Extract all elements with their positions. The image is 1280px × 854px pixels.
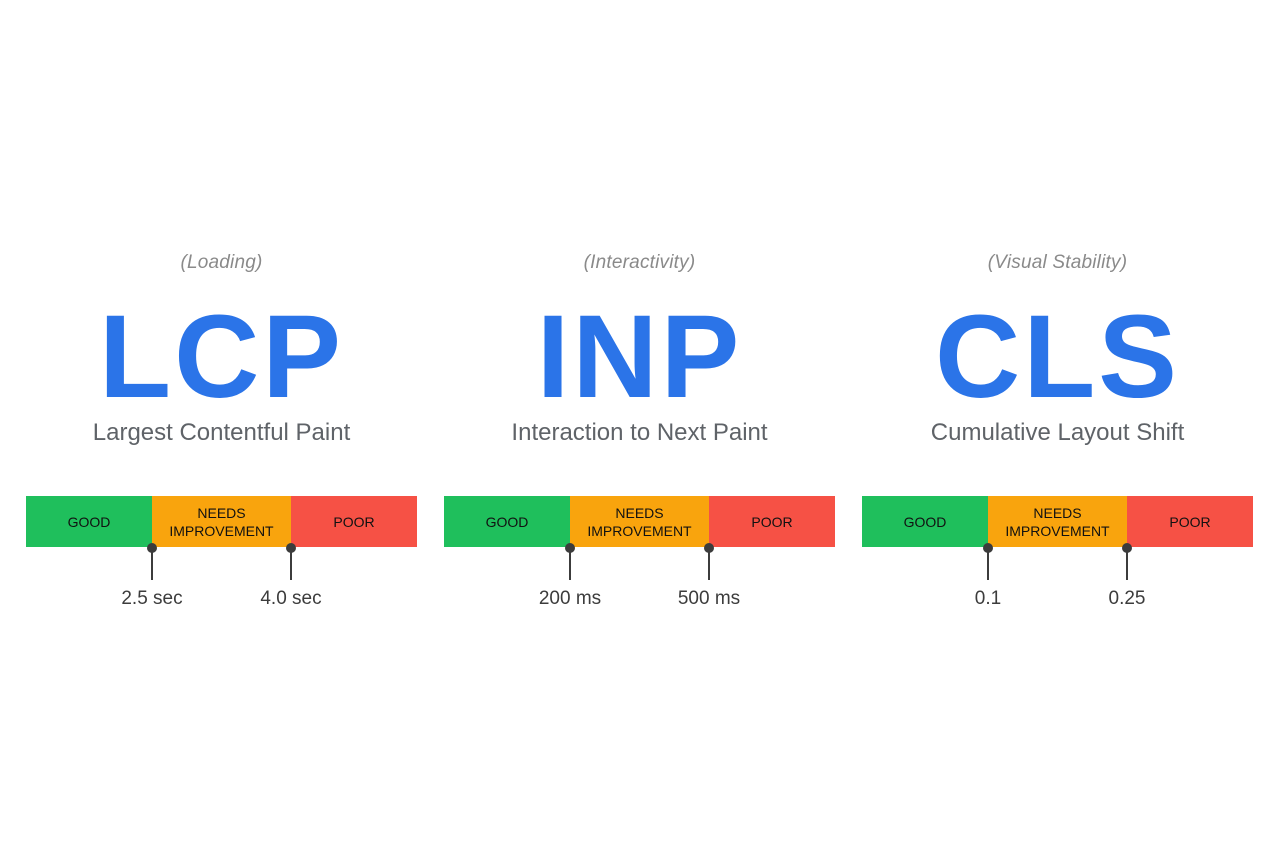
segment-poor-label: POOR xyxy=(1169,513,1211,530)
segment-needs-improvement-label: NEEDS IMPROVEMENT xyxy=(1005,504,1110,539)
threshold-marker-good xyxy=(147,543,157,583)
threshold-label-good: 2.5 sec xyxy=(121,588,183,609)
metric-acronym: LCP xyxy=(99,291,344,423)
threshold-bar: GOOD NEEDS IMPROVEMENT POOR xyxy=(26,496,417,547)
threshold-marker-poor xyxy=(286,543,296,583)
metric-acronym: INP xyxy=(536,291,743,423)
metric-acronym: CLS xyxy=(935,291,1180,423)
threshold-label-poor: 0.25 xyxy=(1108,588,1146,609)
segment-needs-improvement-label: NEEDS IMPROVEMENT xyxy=(587,504,692,539)
metric-category: (Loading) xyxy=(180,252,263,273)
threshold-marker-poor xyxy=(1122,543,1132,583)
metric-category: (Interactivity) xyxy=(583,252,696,273)
segment-needs-improvement: NEEDS IMPROVEMENT xyxy=(988,496,1127,547)
segment-good: GOOD xyxy=(26,496,152,547)
segment-good-label: GOOD xyxy=(485,513,529,530)
metric-category: (Visual Stability) xyxy=(987,252,1128,273)
metric-full-name: Largest Contentful Paint xyxy=(92,419,351,446)
segment-needs-improvement: NEEDS IMPROVEMENT xyxy=(570,496,709,547)
metric-cls: (Visual Stability) CLS Cumulative Layout… xyxy=(862,0,1253,854)
segment-good: GOOD xyxy=(862,496,988,547)
threshold-marker-good xyxy=(983,543,993,583)
segment-poor: POOR xyxy=(1127,496,1253,547)
metric-lcp: (Loading) LCP Largest Contentful Paint G… xyxy=(26,0,417,854)
metric-full-name: Cumulative Layout Shift xyxy=(930,419,1185,446)
threshold-label-poor: 4.0 sec xyxy=(260,588,322,609)
segment-needs-improvement-label: NEEDS IMPROVEMENT xyxy=(169,504,274,539)
threshold-marker-poor xyxy=(704,543,714,583)
segment-good-label: GOOD xyxy=(67,513,111,530)
threshold-label-good: 200 ms xyxy=(538,588,602,609)
threshold-label-good: 0.1 xyxy=(974,588,1002,609)
metric-full-name: Interaction to Next Paint xyxy=(511,419,768,446)
threshold-marker-good xyxy=(565,543,575,583)
threshold-bar: GOOD NEEDS IMPROVEMENT POOR xyxy=(444,496,835,547)
threshold-bar: GOOD NEEDS IMPROVEMENT POOR xyxy=(862,496,1253,547)
metric-inp: (Interactivity) INP Interaction to Next … xyxy=(444,0,835,854)
segment-poor-label: POOR xyxy=(751,513,793,530)
segment-poor-label: POOR xyxy=(333,513,375,530)
segment-poor: POOR xyxy=(291,496,417,547)
segment-poor: POOR xyxy=(709,496,835,547)
segment-good: GOOD xyxy=(444,496,570,547)
threshold-label-poor: 500 ms xyxy=(677,588,741,609)
segment-needs-improvement: NEEDS IMPROVEMENT xyxy=(152,496,291,547)
segment-good-label: GOOD xyxy=(903,513,947,530)
